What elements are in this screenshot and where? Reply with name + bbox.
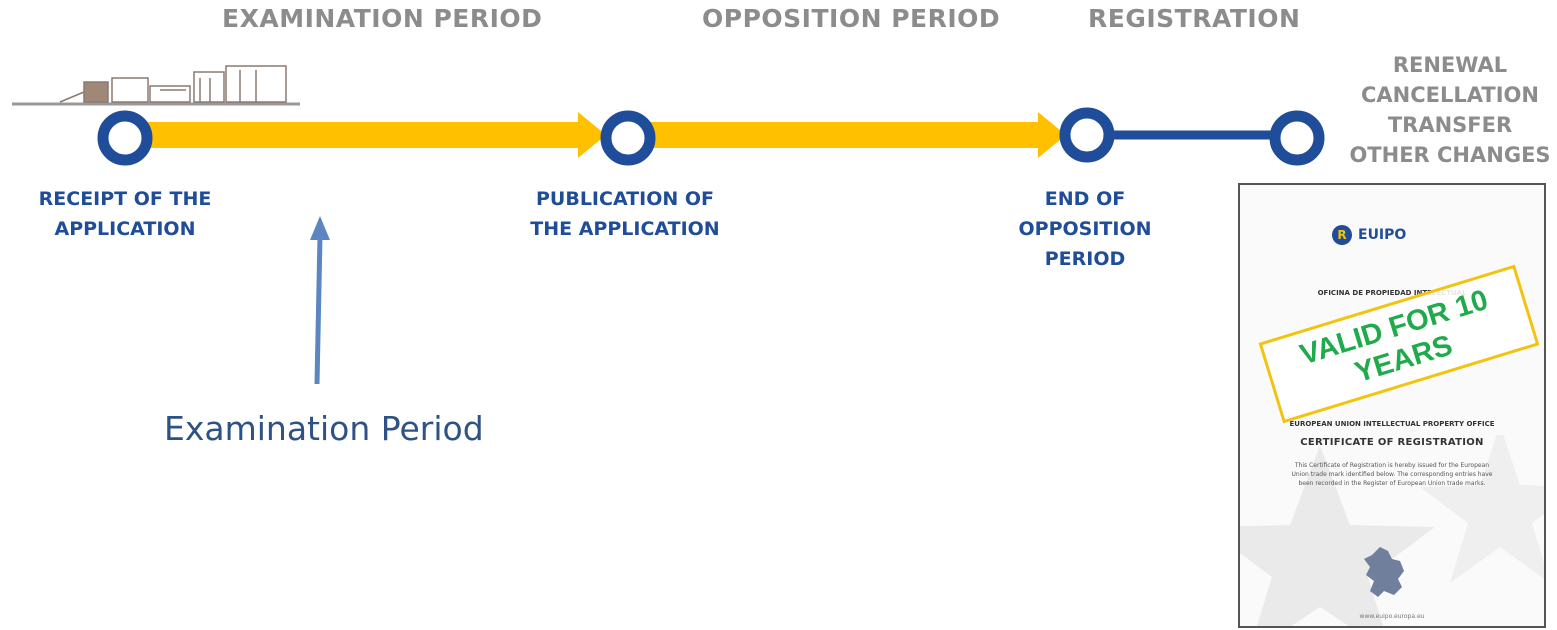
examination-pointer-arrow xyxy=(310,216,330,385)
milestone-line: PUBLICATION OF xyxy=(535,188,714,210)
receipt-node xyxy=(97,110,153,166)
post-registration-item: CANCELLATION xyxy=(1361,83,1539,107)
phase-registration-label: REGISTRATION xyxy=(1088,4,1301,33)
phase-opposition-label: OPPOSITION PERIOD xyxy=(702,4,1001,33)
milestone-line: RECEIPT OF THE xyxy=(38,188,212,210)
examination-period-caption: Examination Period xyxy=(164,409,484,448)
post-registration-item: RENEWAL xyxy=(1392,53,1508,77)
certificate-url: www.euipo.europa.eu xyxy=(1359,613,1425,620)
certificate-office-line: OFICINA DE PROPIEDAD INTELECTUAL xyxy=(1317,289,1467,297)
registration-node xyxy=(1269,110,1325,166)
post-registration-list: RENEWAL CANCELLATION TRANSFER OTHER CHAN… xyxy=(1340,50,1557,170)
milestone-receipt-label: RECEIPT OF THE APPLICATION xyxy=(10,184,240,244)
phase-examination-label: EXAMINATION PERIOD xyxy=(222,4,543,33)
milestone-end-opposition-label: END OF OPPOSITION PERIOD xyxy=(985,184,1185,274)
star-watermark-icon xyxy=(1240,435,1544,626)
certificate-body: This Certificate of Registration is here… xyxy=(1291,462,1493,487)
examination-arrow xyxy=(142,112,606,158)
certificate-eu-office-line: EUROPEAN UNION INTELLECTUAL PROPERTY OFF… xyxy=(1289,420,1495,428)
eu-map-icon xyxy=(1364,547,1404,597)
milestone-line: THE APPLICATION xyxy=(530,218,720,240)
building-sketch-icon xyxy=(12,65,300,106)
milestone-line: PERIOD xyxy=(1044,248,1126,270)
opposition-arrow xyxy=(646,112,1066,158)
milestone-line: APPLICATION xyxy=(54,218,196,240)
post-registration-item: OTHER CHANGES xyxy=(1349,143,1551,167)
milestone-line: OPPOSITION xyxy=(1018,218,1152,240)
euipo-logo: R EUIPO xyxy=(1332,225,1406,245)
end-opposition-node xyxy=(1059,107,1115,163)
publication-node xyxy=(600,110,656,166)
euipo-logo-text: EUIPO xyxy=(1358,227,1407,243)
euipo-logo-mark-icon: R xyxy=(1332,225,1352,245)
milestone-line: END OF xyxy=(1044,188,1126,210)
milestone-publication-label: PUBLICATION OF THE APPLICATION xyxy=(505,184,745,244)
post-registration-item: TRANSFER xyxy=(1387,113,1513,137)
certificate-title: CERTIFICATE OF REGISTRATION xyxy=(1300,437,1484,448)
